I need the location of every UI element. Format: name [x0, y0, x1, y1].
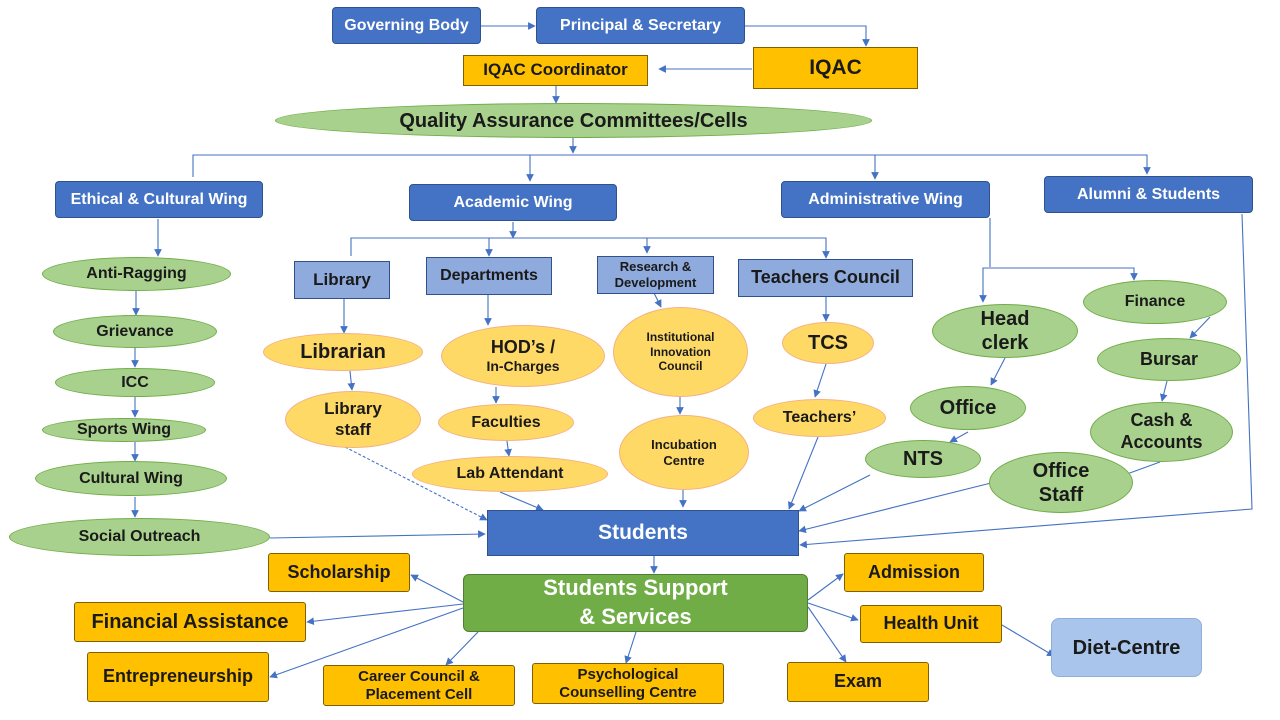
connector [982, 267, 1138, 301]
finance-ellipse[interactable]: Finance [1083, 280, 1227, 324]
connector [306, 603, 464, 626]
connector [813, 363, 827, 398]
library-staff-ellipse[interactable]: Library staff [285, 391, 421, 448]
ethical-cultural-wing-box[interactable]: Ethical & Cultural Wing [55, 181, 263, 218]
connector [350, 237, 830, 259]
library-box[interactable]: Library [294, 261, 390, 299]
exam-box[interactable]: Exam [787, 662, 929, 702]
lab-attendant-ellipse[interactable]: Lab Attendant [412, 456, 608, 492]
students-support-services-box[interactable]: Students Support & Services [463, 574, 808, 632]
institutional-innovation-council-ellipse[interactable]: Institutional Innovation Council [613, 307, 748, 397]
connector [504, 440, 512, 457]
hods-line-1: HOD’s / [490, 336, 556, 357]
connector [347, 370, 356, 391]
connector [798, 474, 871, 512]
diet-centre-box[interactable]: Diet-Centre [1051, 618, 1202, 677]
tcs-ellipse[interactable]: TCS [782, 322, 874, 364]
departments-box[interactable]: Departments [426, 257, 552, 295]
cultural-wing-ellipse[interactable]: Cultural Wing [35, 461, 227, 496]
connector [745, 25, 870, 47]
connector [990, 357, 1006, 386]
iqac-coordinator-box[interactable]: IQAC Coordinator [463, 55, 648, 86]
research-development-box[interactable]: Research & Development [597, 256, 714, 294]
teachers-council-box[interactable]: Teachers Council [738, 259, 913, 297]
connector [1189, 316, 1211, 339]
quality-assurance-ellipse[interactable]: Quality Assurance Committees/Cells [275, 103, 872, 138]
anti-ragging-ellipse[interactable]: Anti-Ragging [42, 257, 231, 291]
career-council-box[interactable]: Career Council & Placement Cell [323, 665, 515, 706]
connector [499, 491, 544, 511]
office-staff-ellipse[interactable]: Office Staff [989, 452, 1133, 513]
connector [269, 530, 486, 539]
office-ellipse[interactable]: Office [910, 386, 1026, 430]
icc-ellipse[interactable]: ICC [55, 368, 215, 397]
health-unit-box[interactable]: Health Unit [860, 605, 1002, 643]
hods-ellipse[interactable]: HOD’s / In-Charges [441, 325, 605, 387]
connector [799, 213, 1253, 549]
connector [445, 631, 479, 666]
students-box[interactable]: Students [487, 510, 799, 556]
cash-accounts-ellipse[interactable]: Cash & Accounts [1090, 402, 1233, 462]
connector [344, 446, 488, 521]
head-clerk-ellipse[interactable]: Head clerk [932, 304, 1078, 358]
principal-secretary-box[interactable]: Principal & Secretary [536, 7, 745, 44]
alumni-students-box[interactable]: Alumni & Students [1044, 176, 1253, 213]
connector [1001, 624, 1055, 657]
financial-assistance-box[interactable]: Financial Assistance [74, 602, 306, 642]
faculties-ellipse[interactable]: Faculties [438, 404, 574, 441]
connector [653, 292, 662, 308]
hods-line-2: In-Charges [486, 358, 560, 375]
psychological-counselling-box[interactable]: Psychological Counselling Centre [532, 663, 724, 704]
connector [788, 436, 819, 510]
connector [949, 431, 969, 443]
iqac-box[interactable]: IQAC [753, 47, 918, 89]
connector [269, 607, 464, 679]
social-outreach-ellipse[interactable]: Social Outreach [9, 518, 270, 556]
teachers-ellipse[interactable]: Teachers’ [753, 399, 886, 437]
entrepreneurship-box[interactable]: Entrepreneurship [87, 652, 269, 702]
scholarship-box[interactable]: Scholarship [268, 553, 410, 592]
connector [1159, 380, 1168, 402]
governing-body-box[interactable]: Governing Body [332, 7, 481, 44]
nts-ellipse[interactable]: NTS [865, 440, 981, 478]
connector [798, 481, 996, 534]
bursar-ellipse[interactable]: Bursar [1097, 338, 1241, 381]
connector [807, 602, 859, 622]
connector [624, 631, 637, 664]
admission-box[interactable]: Admission [844, 553, 984, 592]
administrative-wing-box[interactable]: Administrative Wing [781, 181, 990, 218]
sports-wing-ellipse[interactable]: Sports Wing [42, 418, 206, 442]
academic-wing-box[interactable]: Academic Wing [409, 184, 617, 221]
connector [410, 574, 464, 603]
librarian-ellipse[interactable]: Librarian [263, 333, 423, 371]
incubation-centre-ellipse[interactable]: Incubation Centre [619, 415, 749, 490]
connector [807, 573, 844, 601]
connector [192, 154, 1151, 177]
grievance-ellipse[interactable]: Grievance [53, 315, 217, 348]
connector [807, 606, 847, 663]
